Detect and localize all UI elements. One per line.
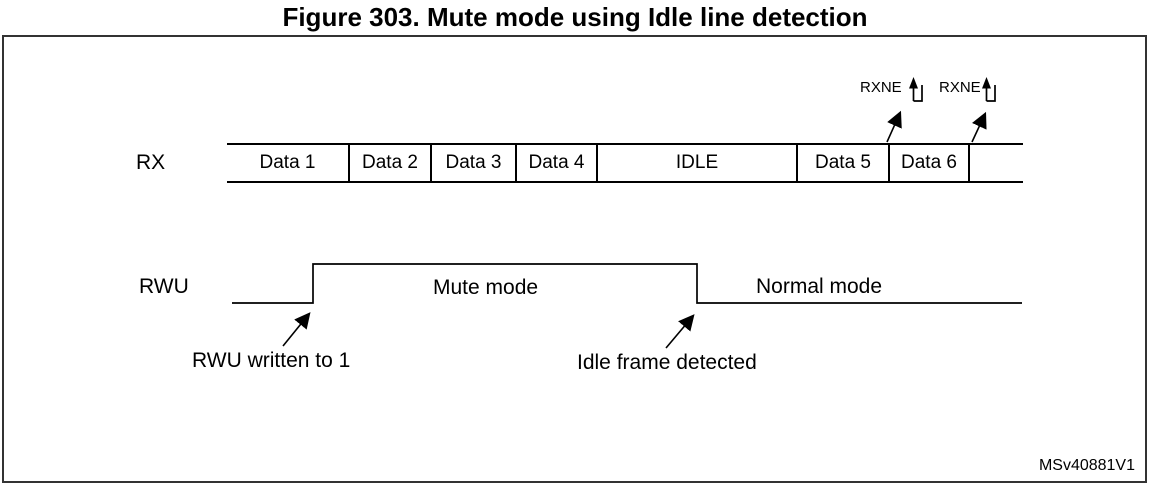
rwu-signal-label: RWU [139,275,189,298]
rx-segment: Data 4 [517,145,598,181]
rx-segment-label: Data 1 [259,152,316,173]
rwu-written-annotation: RWU written to 1 [192,349,351,372]
rx-segment-label: Data 5 [815,152,871,173]
idle-detected-annotation: Idle frame detected [577,351,757,374]
rx-segment [970,145,1023,181]
diagram-frame [2,35,1147,483]
rx-segment-label: Data 3 [445,152,502,173]
rx-segment: Data 2 [350,145,432,181]
rx-segment-label: Data 4 [528,152,585,173]
rxne-flag-label: RXNE [939,79,981,96]
normal-mode-label: Normal mode [756,275,883,298]
rx-signal-label: RX [136,151,166,174]
rx-segment-label: Data 6 [901,152,957,173]
figure-title: Figure 303. Mute mode using Idle line de… [282,2,868,32]
rx-segment: Data 6 [890,145,970,181]
rx-segment: Data 1 [227,145,350,181]
figure-reference: MSv40881V1 [1038,457,1135,474]
rxne-flag-label: RXNE [860,79,902,96]
rx-segment: Data 3 [432,145,517,181]
rx-segment-label: Data 2 [362,152,418,173]
rx-segment-label: IDLE [675,152,719,173]
mute-mode-label: Mute mode [433,276,539,299]
rx-segment: Data 5 [798,145,890,181]
rx-segment: IDLE [598,145,798,181]
rx-data-strip: Data 1 Data 2 Data 3 Data 4 IDLE Data 5 … [227,143,1023,183]
